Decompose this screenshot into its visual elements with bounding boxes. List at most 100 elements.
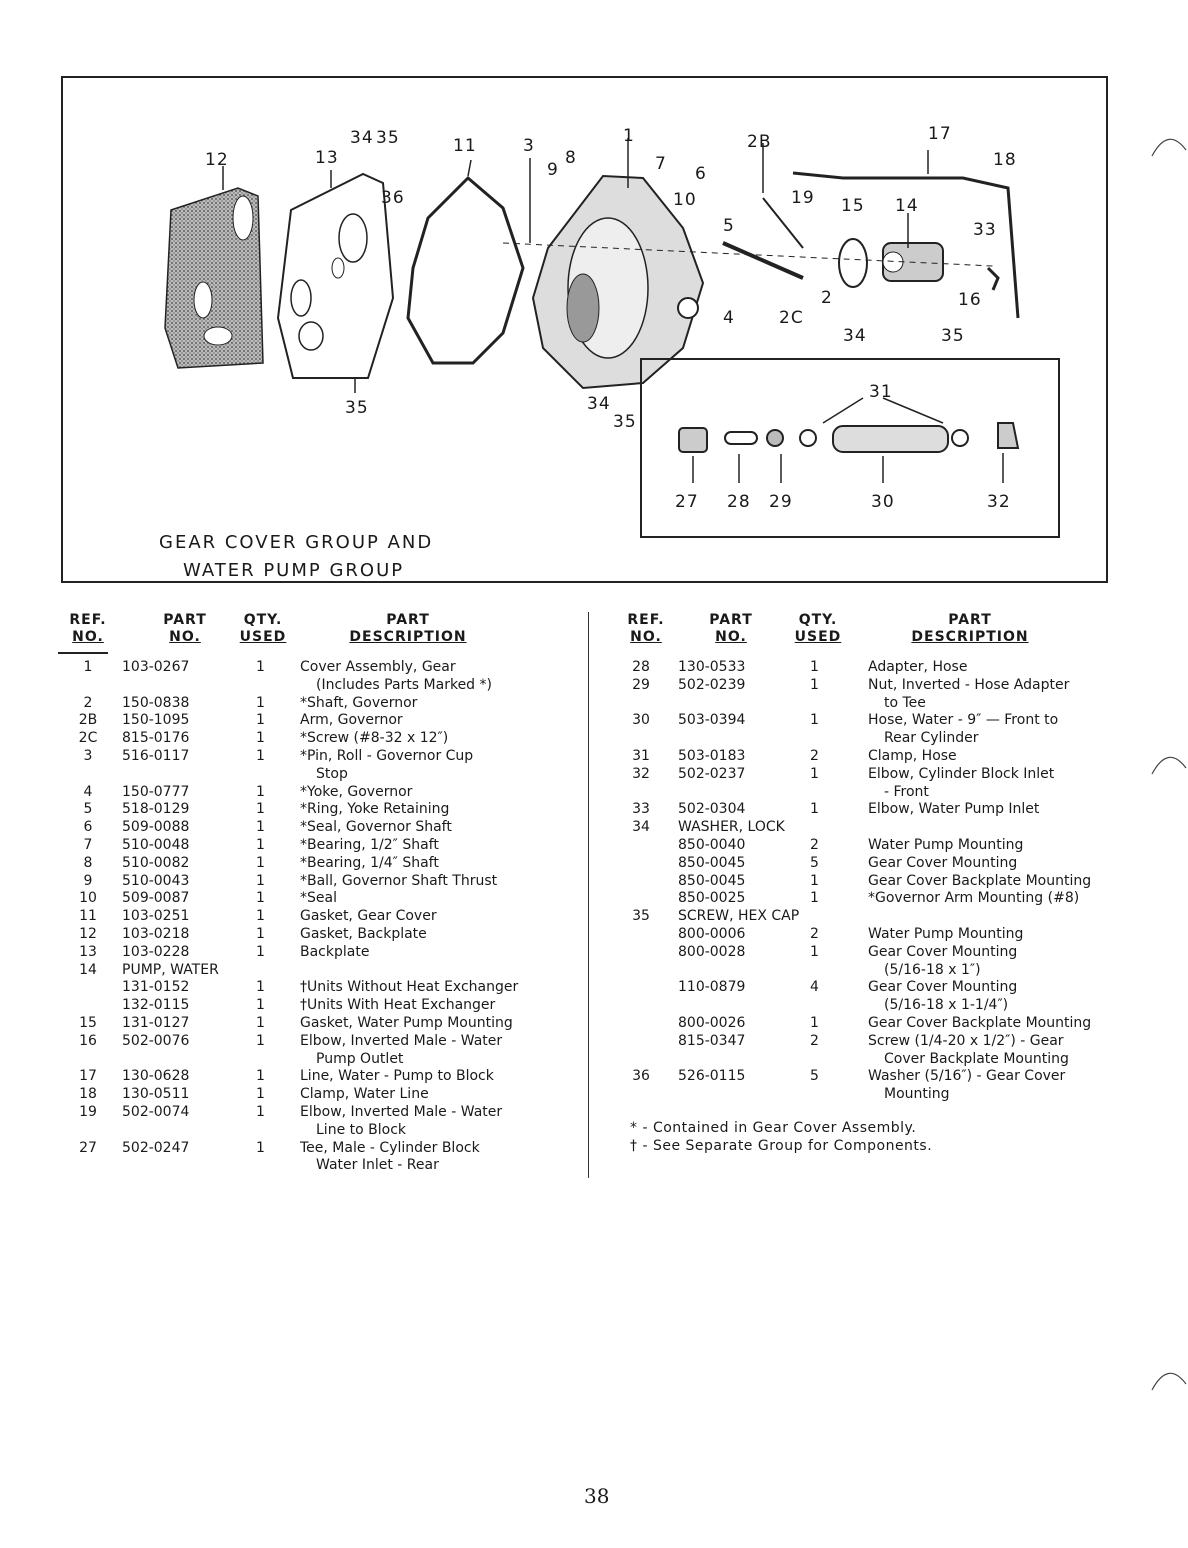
callout-5: 5 <box>723 216 735 236</box>
cell-qty: 1 <box>810 659 819 675</box>
cell-qty: 1 <box>256 997 265 1014</box>
cell-part: 850-0045 <box>678 854 746 871</box>
cell-ref: 34 <box>632 819 650 836</box>
cell-desc: Adapter, Hose <box>868 659 968 675</box>
table-row: Mounting <box>610 1085 1140 1103</box>
cell-desc: Cover Assembly, Gear <box>300 659 456 675</box>
callout-34-cover: 34 <box>587 394 611 414</box>
cell-qty: 1 <box>256 819 265 836</box>
cell-desc: Gear Cover Mounting <box>868 854 1018 871</box>
cell-desc: *Governor Arm Mounting (#8) <box>868 890 1080 907</box>
cell-qty: 1 <box>810 890 819 907</box>
cell-part: 150-0838 <box>122 694 190 711</box>
callout-34-pump: 34 <box>843 326 867 346</box>
cell-desc: Washer (5/16″) - Gear Cover <box>868 1068 1066 1085</box>
cell-desc: †Units Without Heat Exchanger <box>300 979 519 996</box>
cell-desc: Gear Cover Backplate Mounting <box>868 1015 1092 1031</box>
figure-title-line2: WATER PUMP GROUP <box>183 560 405 581</box>
cell-desc: Water Inlet - Rear <box>316 1157 439 1174</box>
cell-part: 103-0267 <box>122 659 190 675</box>
cell-qty: 1 <box>256 730 265 747</box>
cell-qty: 1 <box>810 765 819 782</box>
cell-desc: Elbow, Cylinder Block Inlet <box>868 765 1055 782</box>
cell-part: 518-0129 <box>122 801 190 818</box>
cell-part: 510-0048 <box>122 837 190 853</box>
cell-part: 131-0152 <box>122 979 190 996</box>
cell-desc: *Shaft, Governor <box>300 694 418 711</box>
cell-qty: 1 <box>256 801 265 818</box>
cell-part: 526-0115 <box>678 1068 746 1085</box>
cell-part: 800-0026 <box>678 1015 746 1031</box>
cell-qty: 1 <box>256 943 265 960</box>
cell-part: 516-0117 <box>122 748 190 764</box>
cell-part: 503-0394 <box>678 712 746 729</box>
callout-17: 17 <box>928 124 952 144</box>
cell-part: 509-0087 <box>122 890 190 907</box>
cell-desc: Gear Cover Backplate Mounting <box>868 872 1092 889</box>
page-number: 38 <box>584 1484 610 1508</box>
cell-qty: 4 <box>810 979 819 996</box>
cell-part: PUMP, WATER <box>122 961 219 978</box>
cell-desc: Gasket, Gear Cover <box>300 908 437 925</box>
callout-32: 32 <box>987 492 1011 512</box>
cell-qty: 1 <box>810 872 819 889</box>
cell-qty: 1 <box>256 890 265 907</box>
cell-ref: 15 <box>79 1015 97 1031</box>
cell-part: 815-0176 <box>122 730 190 747</box>
cell-desc: *Bearing, 1/4″ Shaft <box>300 854 439 871</box>
cell-part: 103-0251 <box>122 908 190 925</box>
cell-part: 502-0247 <box>122 1139 190 1156</box>
table-row: (5/16-18 x 1″) <box>610 961 1140 979</box>
cell-part: WASHER, LOCK <box>678 819 785 836</box>
callout-18: 18 <box>993 150 1017 170</box>
cell-ref: 18 <box>79 1086 97 1103</box>
cell-desc: Elbow, Water Pump Inlet <box>868 801 1040 818</box>
cell-ref: 9 <box>83 872 93 889</box>
cell-desc: Clamp, Water Line <box>300 1086 429 1103</box>
cell-desc: to Tee <box>884 694 926 711</box>
cell-ref: 30 <box>632 712 650 729</box>
cell-desc: Water Pump Mounting <box>868 837 1024 853</box>
cell-qty: 1 <box>256 1139 265 1156</box>
cell-ref: 33 <box>632 801 650 818</box>
cell-ref: 35 <box>632 908 650 925</box>
callout-2b: 2B <box>747 132 772 152</box>
table-row: (5/16-18 x 1-1/4″) <box>610 996 1140 1014</box>
callout-29: 29 <box>769 492 793 512</box>
cell-part: 850-0040 <box>678 837 746 853</box>
cell-qty: 2 <box>810 748 819 764</box>
cell-desc: Elbow, Inverted Male - Water <box>300 1104 503 1120</box>
table-row: Rear Cylinder <box>610 729 1140 747</box>
callout-10: 10 <box>673 190 697 210</box>
cell-qty: 1 <box>256 694 265 711</box>
callout-35-backplate: 35 <box>345 398 369 418</box>
cell-desc: Backplate <box>300 943 370 960</box>
cell-qty: 1 <box>256 1086 265 1103</box>
callout-2: 2 <box>821 288 833 308</box>
cell-part: 502-0076 <box>122 1032 190 1049</box>
cell-qty: 2 <box>810 926 819 942</box>
cell-ref: 2C <box>78 730 98 747</box>
cell-qty: 1 <box>810 801 819 818</box>
cell-desc: Tee, Male - Cylinder Block <box>300 1139 480 1156</box>
callout-12: 12 <box>205 150 229 170</box>
cell-qty: 1 <box>256 926 265 942</box>
cell-qty: 1 <box>256 1068 265 1085</box>
cell-qty: 1 <box>256 979 265 996</box>
callout-4: 4 <box>723 308 735 328</box>
callout-34: 34 <box>350 128 374 148</box>
cell-ref: 29 <box>632 676 650 693</box>
